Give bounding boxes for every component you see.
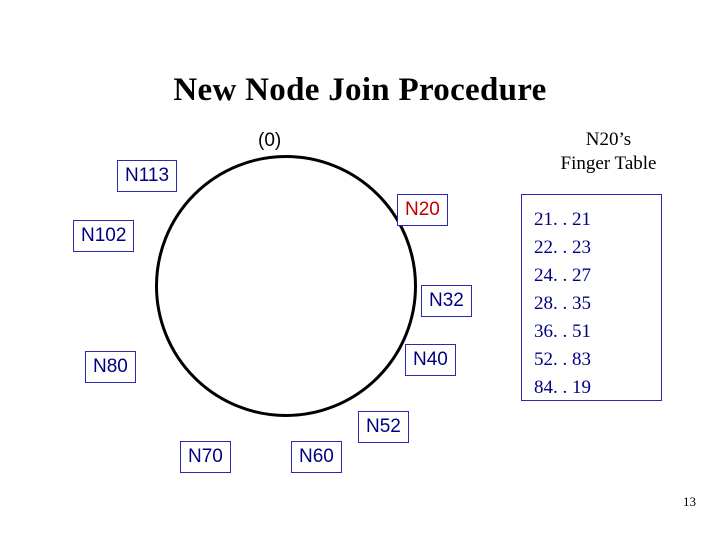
finger-table-heading: N20’s Finger Table <box>521 128 696 177</box>
ring-node-n80: N80 <box>85 351 136 383</box>
ring-node-n113: N113 <box>117 160 178 192</box>
ring-node-n70: N70 <box>180 441 231 473</box>
finger-table-row: 21. . 21 <box>534 209 591 230</box>
finger-table-box: 21. . 21 22. . 23 24. . 27 28. . 35 36. . 51… <box>521 194 662 401</box>
finger-table-row: 24. . 27 <box>534 264 591 286</box>
finger-table-row: 28. . 35 <box>534 292 591 314</box>
finger-table-heading-line1: N20’s <box>585 129 632 150</box>
page-title: New Node Join Procedure <box>173 72 547 108</box>
page-number: 13 <box>683 494 696 509</box>
ring-node-n40: N40 <box>405 344 456 376</box>
ring-node-n60: N60 <box>291 441 342 473</box>
ring-node-n32: N32 <box>421 285 472 317</box>
chord-ring-circle <box>155 155 417 417</box>
finger-table-heading-line2: Finger Table <box>560 153 657 175</box>
ring-node-n20: N20 <box>397 194 448 226</box>
ring-node-n102: N102 <box>73 220 135 252</box>
ring-node-n52: N52 <box>358 411 409 443</box>
finger-table-row: 36. . 51 <box>534 320 591 342</box>
ring-origin-label: (0) <box>258 130 282 151</box>
finger-table-row: 84. . 19 <box>534 376 591 398</box>
finger-table-row: 22. . 23 <box>534 236 591 258</box>
finger-table-row: 52. . 83 <box>534 348 591 370</box>
